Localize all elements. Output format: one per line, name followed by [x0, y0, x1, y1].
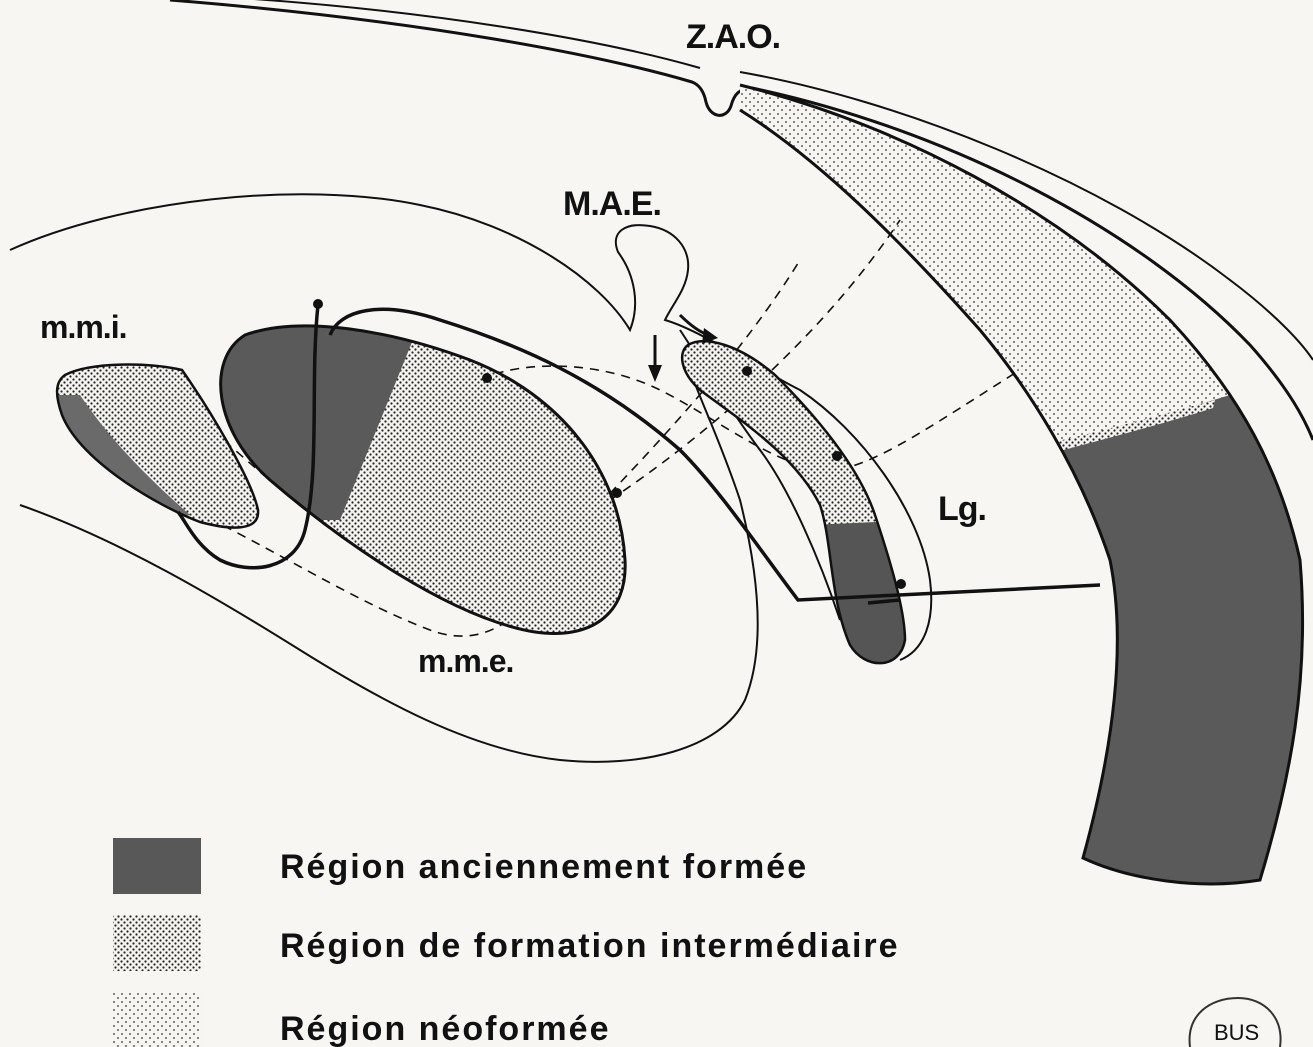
- zao-band: [700, 60, 1313, 920]
- legend-swatch-medium: [113, 915, 201, 971]
- legend-item-medium: Région de formation intermédiaire: [113, 915, 900, 971]
- legend-swatch-sparse: [113, 993, 201, 1047]
- legend-swatch-dense: [113, 838, 201, 894]
- stamp-text: BUS: [1214, 1020, 1259, 1045]
- legend-item-sparse: Région néoformée: [113, 993, 610, 1047]
- label-lg: Lg.: [938, 490, 986, 528]
- legend-label-sparse: Région néoformée: [280, 1010, 610, 1047]
- library-stamp: BUS: [1190, 998, 1281, 1047]
- legend-label-dense: Région anciennement formée: [280, 848, 808, 886]
- legend-label-medium: Région de formation intermédiaire: [280, 927, 900, 965]
- label-zao: Z.A.O.: [686, 18, 780, 56]
- legend-item-dense: Région anciennement formée: [113, 838, 808, 894]
- lg-otolith: [670, 330, 920, 680]
- central-otolith: [200, 310, 640, 650]
- label-mae: M.A.E.: [563, 185, 661, 223]
- legend: Région anciennement formée Région de for…: [113, 838, 900, 1047]
- label-mmi: m.m.i.: [40, 309, 126, 345]
- label-mme: m.m.e.: [418, 643, 513, 679]
